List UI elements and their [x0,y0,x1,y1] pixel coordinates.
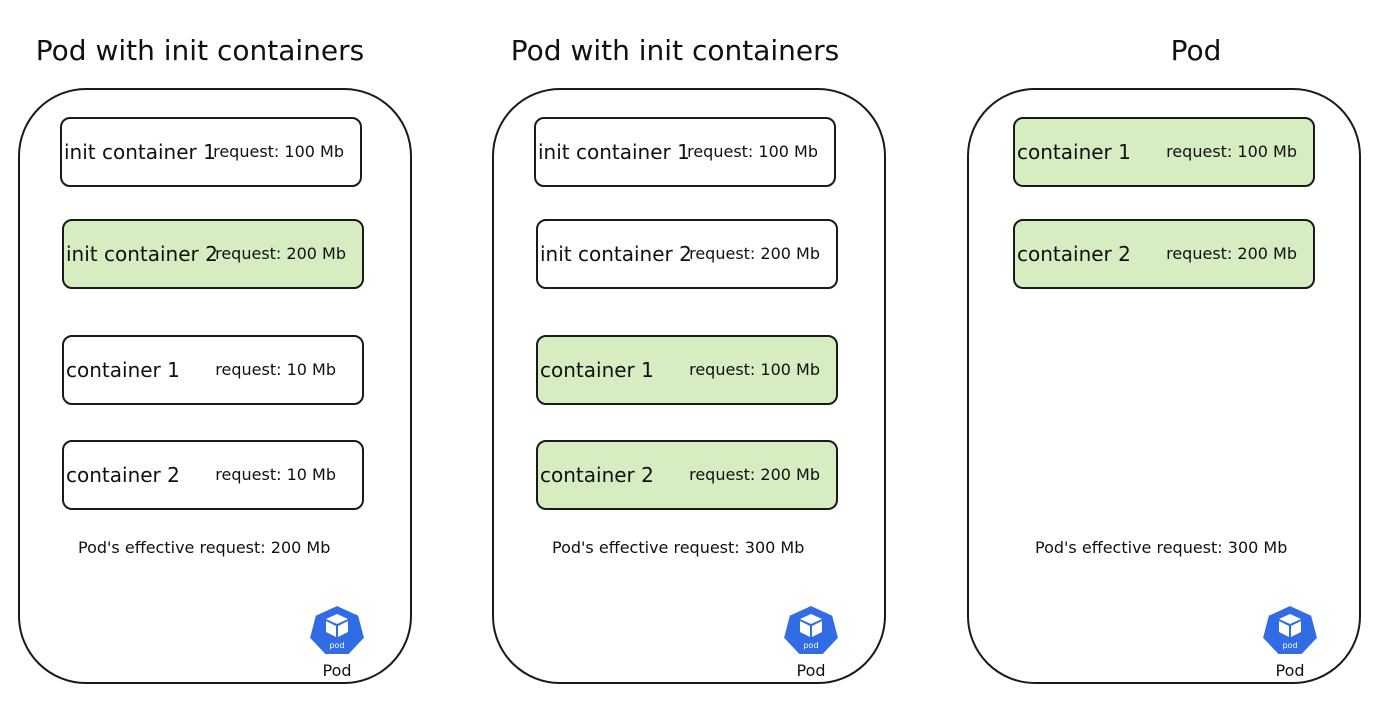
container-request: request: 100 Mb [1166,142,1297,161]
panel-2-container-box-3: container 1 request: 100 Mb [536,335,838,405]
pod-icon-label: pod [329,641,344,650]
pod-icon-label: pod [1282,641,1297,650]
container-request: request: 10 Mb [215,360,336,379]
panel-2-container-box-4: container 2 request: 200 Mb [536,440,838,510]
panel-3-title: Pod [1170,34,1222,67]
container-name: init container 1 [64,140,216,164]
container-name: container 1 [66,358,180,382]
container-name: container 2 [540,463,654,487]
container-request: request: 200 Mb [215,244,346,263]
container-request: request: 200 Mb [689,465,820,484]
pod-icon-caption: Pod [1275,661,1305,680]
container-request: request: 200 Mb [1166,244,1297,263]
panel-2-effective-request: Pod's effective request: 300 Mb [552,538,805,557]
container-name: init container 2 [66,242,218,266]
pod-icon: pod [781,604,841,656]
pod-icon-label: pod [803,641,818,650]
pod-frame-3 [967,88,1361,684]
panel-2-container-box-1: init container 1 request: 100 Mb [534,117,836,187]
pod-icon-caption: Pod [322,661,352,680]
panel-2-container-box-2: init container 2 request: 200 Mb [536,219,838,289]
container-name: container 1 [1017,140,1131,164]
container-request: request: 100 Mb [213,142,344,161]
pod-icon-caption: Pod [796,661,826,680]
panel-2-title: Pod with init containers [510,34,840,67]
panel-1-effective-request: Pod's effective request: 200 Mb [78,538,331,557]
panel-3-container-box-1: container 1 request: 100 Mb [1013,117,1315,187]
container-request: request: 100 Mb [689,360,820,379]
container-name: init container 2 [540,242,692,266]
container-name: init container 1 [538,140,690,164]
pod-icon: pod [307,604,367,656]
panel-3-effective-request: Pod's effective request: 300 Mb [1035,538,1288,557]
panel-1-title: Pod with init containers [35,34,365,67]
container-name: container 2 [1017,242,1131,266]
pod-icon: pod [1260,604,1320,656]
panel-1-container-box-4: container 2 request: 10 Mb [62,440,364,510]
container-request: request: 200 Mb [689,244,820,263]
panel-1-container-box-3: container 1 request: 10 Mb [62,335,364,405]
panel-3-container-box-2: container 2 request: 200 Mb [1013,219,1315,289]
container-name: container 2 [66,463,180,487]
panel-1-container-box-1: init container 1 request: 100 Mb [60,117,362,187]
container-request: request: 10 Mb [215,465,336,484]
container-name: container 1 [540,358,654,382]
panel-1-container-box-2: init container 2 request: 200 Mb [62,219,364,289]
container-request: request: 100 Mb [687,142,818,161]
